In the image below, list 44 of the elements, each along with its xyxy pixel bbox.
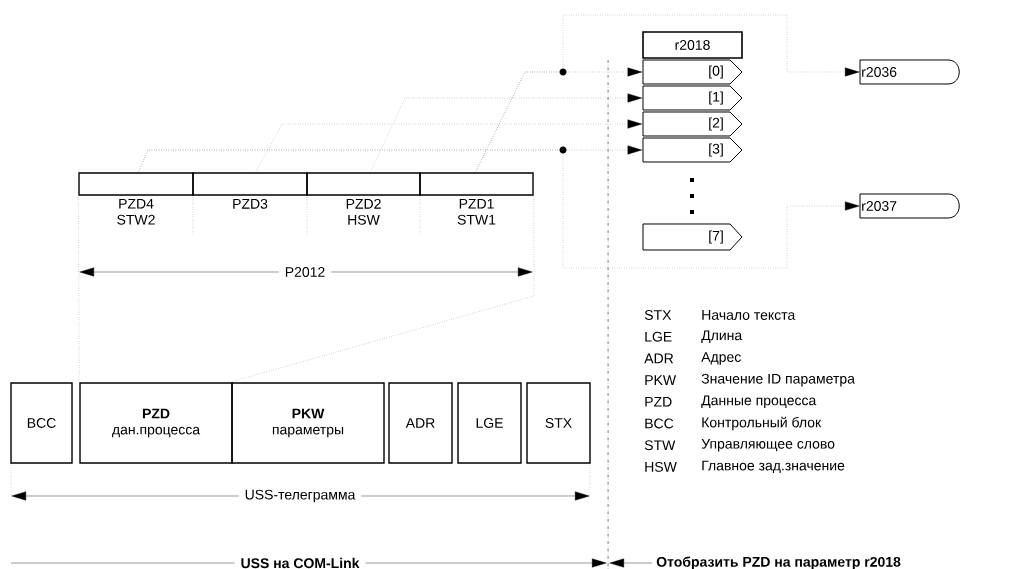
description: Главное зад.значение [700, 459, 846, 475]
abbreviation: HSW [643, 460, 678, 473]
description: Адрес [700, 351, 743, 366]
frame-cell: PZD1 STW1 [419, 172, 534, 225]
index-connector: [3] [642, 137, 743, 163]
abbreviation: BCC [643, 417, 675, 430]
node-label: PZD3 [233, 198, 268, 209]
description: Начало текста [700, 309, 797, 321]
parameter-box: r2018 [642, 31, 743, 59]
section-label: USS на COM-Link [234, 556, 366, 569]
abbreviation: STW [643, 439, 677, 452]
abbreviation: PZD [643, 396, 674, 408]
abbreviation: ADR [643, 352, 675, 365]
telegram-field: STX [526, 382, 591, 464]
index-connector: [0] [642, 59, 743, 85]
index-connector: [1] [642, 85, 743, 111]
index-connector: [7] [642, 223, 743, 251]
section-label: Отобразить PZD на параметр r2018 [655, 555, 902, 569]
frame-cell: PZD4 STW2 [78, 172, 194, 225]
index-connector: [2] [642, 111, 743, 137]
output-connector: r2036 [859, 59, 960, 85]
node-label: PZD2 HSW [346, 198, 381, 225]
connector-arrow [369, 93, 643, 174]
description: Данные процесса [700, 394, 818, 410]
telegram-field: PKW параметры [231, 382, 385, 464]
dimension-label: P2012 [278, 266, 332, 278]
abbreviation: PKW [643, 374, 678, 386]
connector-arrow [137, 149, 860, 269]
description: Управляющее слово [700, 437, 836, 453]
node-label: PZD4 STW2 [117, 198, 155, 225]
telegram-field: ADR [388, 382, 453, 464]
telegram-field: LGE [457, 382, 522, 464]
dimension-label: USS-телеграмма [238, 488, 362, 504]
description: Контрольный блок [700, 415, 823, 432]
description: Значение ID параметра [700, 372, 856, 388]
description: Длина [700, 329, 744, 344]
frame-cell: PZD2 HSW [306, 172, 421, 225]
node-label: PZD1 STW1 [457, 198, 496, 225]
abbreviation: LGE [643, 330, 674, 343]
abbreviation: STX [643, 309, 673, 321]
telegram-field: BCC [10, 382, 73, 464]
telegram-field: PZD дан.процесса [79, 382, 233, 464]
frame-cell: PZD3 [192, 172, 308, 209]
output-connector: r2037 [859, 193, 960, 219]
